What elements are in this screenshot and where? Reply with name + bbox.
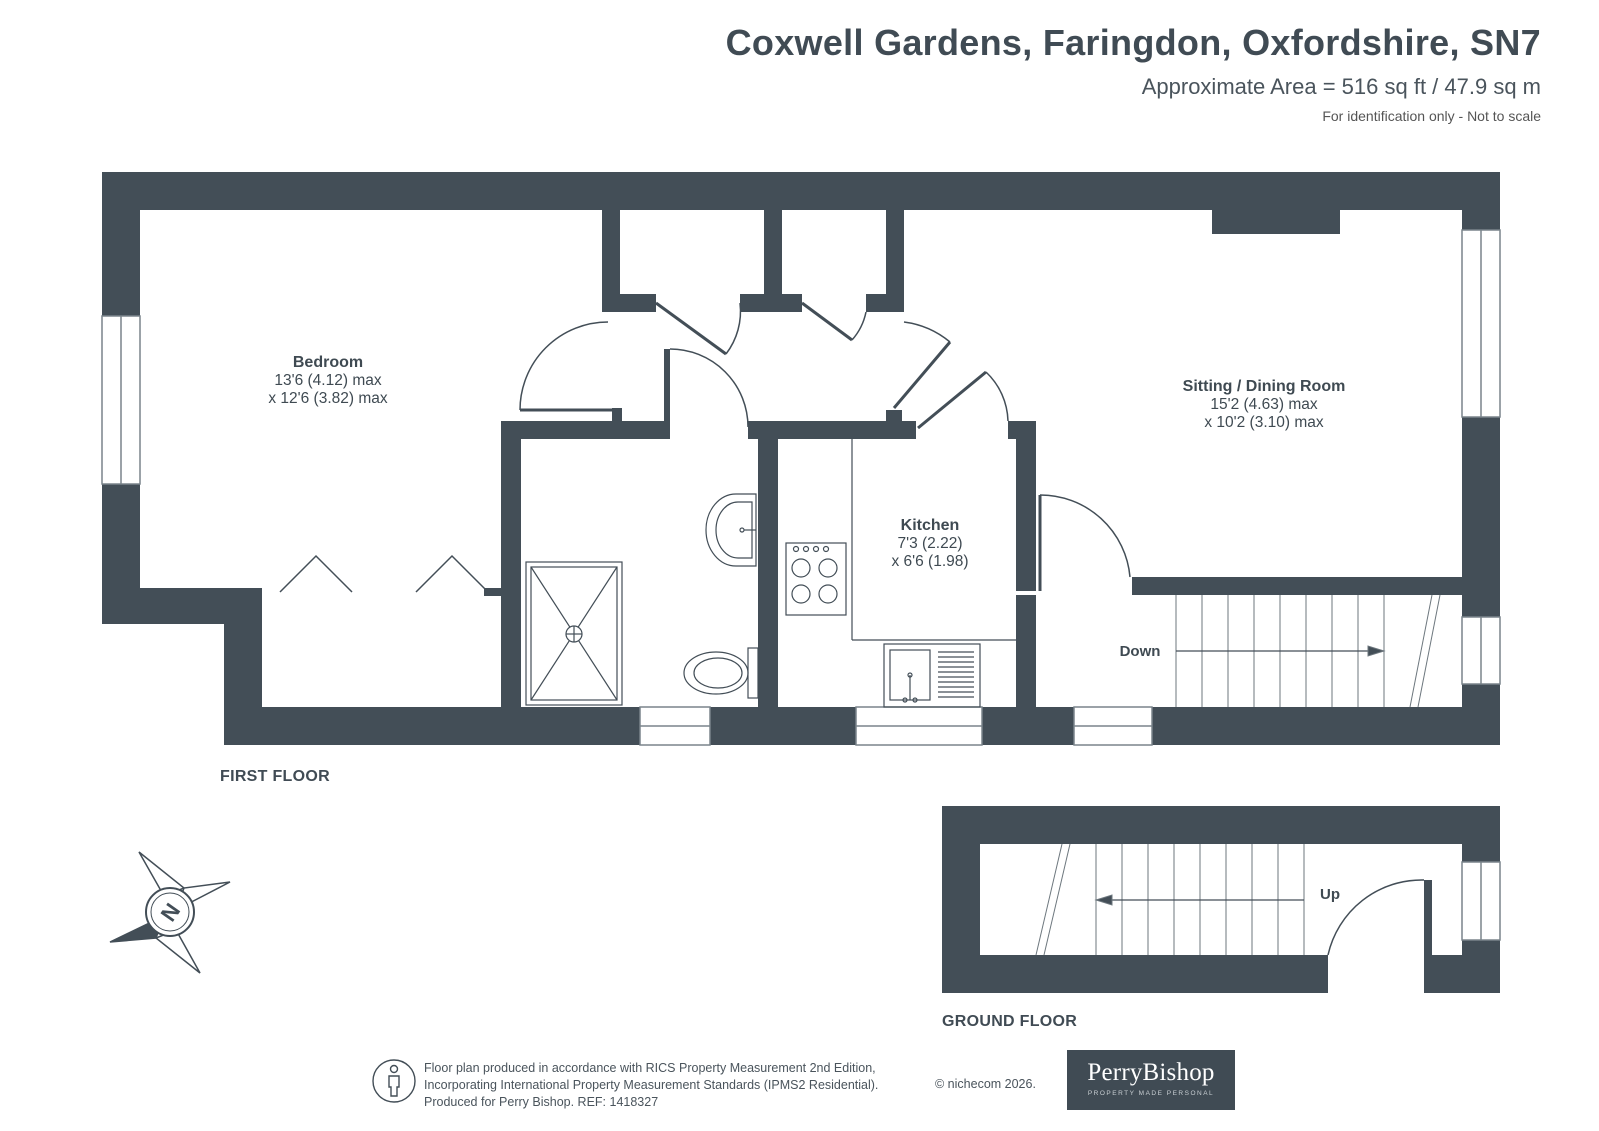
shower-tray [525,561,623,706]
kitchen-units [785,439,1016,708]
stairs-up-label: Up [1320,886,1340,903]
footer-notes: Floor plan produced in accordance with R… [424,1060,878,1111]
bedroom-dim2: x 12'6 (3.82) max [268,390,388,407]
ground-floor-label: GROUND FLOOR [942,1013,1078,1030]
sitting-room-dim1: 15'2 (4.63) max [1210,396,1317,413]
first-floor-stairs [1175,594,1441,708]
ground-floor-stairs [1035,843,1305,956]
page-title: Coxwell Gardens, Faringdon, Oxfordshire,… [725,22,1541,63]
first-floor-walls [102,172,1500,745]
stairs-down-label: Down [1120,643,1161,660]
header: Coxwell Gardens, Faringdon, Oxfordshire,… [726,22,1541,124]
toilet [683,647,759,699]
ground-floor-door [1327,879,1425,956]
bedroom-name: Bedroom [293,354,363,371]
footer-line-2: Incorporating International Property Mea… [424,1078,879,1092]
disclaimer-note: For identification only - Not to scale [1322,108,1541,124]
wash-basin [705,493,757,567]
compass-icon: N [109,851,231,974]
ground-floor-walls [942,806,1500,993]
approximate-area: Approximate Area = 516 sq ft / 47.9 sq m [1141,74,1541,99]
first-floor-doors [279,301,1131,593]
ground-floor-window [1461,861,1501,941]
copyright: © nichecom 2026. [935,1077,1036,1091]
logo-tagline: PROPERTY MADE PERSONAL [1087,1090,1215,1097]
perry-bishop-logo: PerryBishop PROPERTY MADE PERSONAL [1067,1050,1235,1110]
kitchen-name: Kitchen [901,517,960,534]
first-floor-windows [101,229,1501,746]
sitting-room-dim2: x 10'2 (3.10) max [1204,414,1324,431]
room-labels: Bedroom 13'6 (4.12) max x 12'6 (3.82) ma… [268,354,1345,903]
kitchen-dim2: x 6'6 (1.98) [891,553,968,570]
person-icon [372,1059,416,1103]
footer-line-3: Produced for Perry Bishop. REF: 1418327 [424,1095,659,1109]
bedroom-dim1: 13'6 (4.12) max [274,372,381,389]
logo-name: PerryBishop [1087,1059,1215,1086]
footer-line-1: Floor plan produced in accordance with R… [424,1061,876,1075]
first-floor-label: FIRST FLOOR [220,768,330,785]
sitting-room-name: Sitting / Dining Room [1183,378,1346,395]
kitchen-dim1: 7'3 (2.22) [898,535,963,552]
drainer [938,651,974,698]
